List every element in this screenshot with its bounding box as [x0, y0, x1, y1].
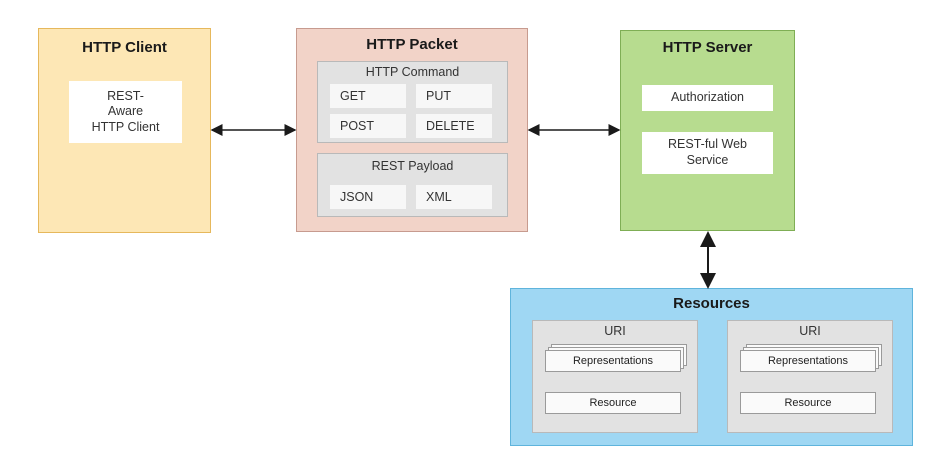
authorization-box: Authorization	[642, 85, 773, 111]
resource-box-1: Resource	[545, 392, 681, 414]
rest-aware-http-client-box: REST- Aware HTTP Client	[69, 81, 182, 143]
json-payload: JSON	[330, 185, 406, 209]
http-command-title: HTTP Command	[365, 65, 460, 79]
uri-title-1: URI	[604, 324, 626, 338]
representations-box-2: Representations	[740, 350, 876, 372]
http-server-title: HTTP Server	[662, 39, 753, 56]
resource-box-2: Resource	[740, 392, 876, 414]
uri-group-1: URI Representations Resource	[532, 320, 698, 433]
http-packet-title: HTTP Packet	[366, 36, 458, 53]
rest-payload-group: REST Payload JSON XML	[317, 153, 508, 217]
rest-ful-web-service-box: REST-ful Web Service	[642, 132, 773, 174]
http-command-group: HTTP Command GET PUT POST DELETE	[317, 61, 508, 143]
resources-title: Resources	[673, 295, 750, 312]
post-method: POST	[330, 114, 406, 138]
uri-group-2: URI Representations Resource	[727, 320, 893, 433]
representations-box-1: Representations	[545, 350, 681, 372]
xml-payload: XML	[416, 185, 492, 209]
delete-method: DELETE	[416, 114, 492, 138]
uri-title-2: URI	[799, 324, 821, 338]
http-client-title: HTTP Client	[82, 39, 167, 56]
http-client-panel: HTTP Client REST- Aware HTTP Client	[38, 28, 211, 233]
put-method: PUT	[416, 84, 492, 108]
get-method: GET	[330, 84, 406, 108]
http-packet-panel: HTTP Packet HTTP Command GET PUT POST DE…	[296, 28, 528, 232]
rest-payload-title: REST Payload	[371, 159, 454, 173]
http-server-panel: HTTP Server Authorization REST-ful Web S…	[620, 30, 795, 231]
